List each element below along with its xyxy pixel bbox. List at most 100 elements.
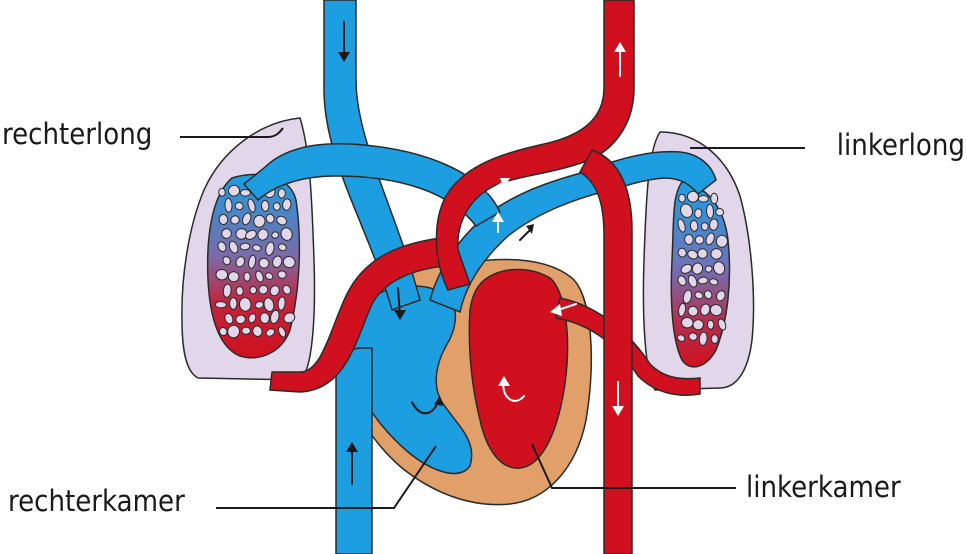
arrow-blue-pulmonary-trunk <box>519 229 531 241</box>
capillary-hole <box>684 234 694 245</box>
capillary-hole <box>277 326 287 338</box>
capillary-hole <box>717 318 727 331</box>
left-ventricle-chamber <box>468 268 569 469</box>
capillary-hole <box>277 243 287 252</box>
capillary-hole <box>687 305 699 317</box>
capillary-hole <box>697 195 709 203</box>
capillary-hole <box>686 190 700 203</box>
capillary-hole <box>272 255 283 268</box>
capillary-hole <box>715 290 726 302</box>
arrow-down-superior-vena-cava-head <box>338 52 350 62</box>
arrow-up-pulmonary-trunk-head <box>492 212 504 222</box>
capillary-hole <box>682 289 693 304</box>
capillary-hole <box>257 228 269 241</box>
capillary-hole <box>263 297 275 313</box>
capillary-hole <box>709 278 719 286</box>
capillary-hole <box>704 265 713 273</box>
capillary-hole <box>706 319 715 330</box>
capillary-hole <box>709 304 723 317</box>
leader-right-ventricle <box>216 445 437 509</box>
capillary-hole <box>269 285 280 297</box>
capillary-hole <box>234 201 244 211</box>
capillary-hole <box>687 274 698 288</box>
capillary-hole <box>218 187 226 197</box>
label-right-ventricle: rechterkamer <box>8 484 185 518</box>
capillary-hole <box>282 284 292 295</box>
capillary-hole <box>715 234 729 248</box>
capillary-hole <box>678 193 686 203</box>
label-right-lung: rechterlong <box>2 117 153 151</box>
capillary-hole <box>239 189 251 197</box>
arrow-up-aorta-head <box>614 42 626 52</box>
capillary-hole <box>230 215 240 225</box>
capillary-hole <box>222 256 231 266</box>
capillary-hole <box>249 286 258 295</box>
capillary-hole <box>277 296 286 311</box>
capillary-hole <box>680 203 693 218</box>
capillary-hole <box>227 271 240 283</box>
arrow-left-pulmonary-vein-head <box>550 304 562 316</box>
capillary-hole <box>229 297 238 310</box>
arrow-curve-right-ventricle <box>411 401 439 415</box>
capillary-hole <box>218 214 229 225</box>
capillary-hole <box>265 213 275 224</box>
capillary-hole <box>276 215 288 226</box>
capillary-hole <box>224 312 234 325</box>
capillary-hole <box>694 208 703 219</box>
arrow-aortic-arch-head <box>500 178 510 188</box>
capillary-hole <box>709 218 719 231</box>
capillary-hole <box>218 327 228 336</box>
capillary-hole <box>265 241 275 256</box>
capillary-hole <box>227 324 241 339</box>
capillary-hole <box>214 301 227 309</box>
capillary-hole <box>269 309 280 324</box>
capillary-hole <box>259 312 270 324</box>
capillary-hole <box>217 241 227 252</box>
capillary-hole <box>241 326 251 335</box>
capillary-hole <box>715 207 725 217</box>
capillary-hole <box>694 235 705 245</box>
capillary-hole <box>705 232 715 246</box>
arrow-aortic-arch <box>487 181 505 193</box>
capillary-hole <box>272 202 281 211</box>
capillary-hole <box>710 334 719 344</box>
capillary-hole <box>697 248 708 259</box>
label-left-ventricle: linkerkamer <box>746 470 901 504</box>
capillary-hole <box>243 271 251 282</box>
capillary-hole <box>215 268 229 281</box>
leader-left-ventricle <box>531 443 736 489</box>
capillary-hole <box>227 184 241 197</box>
capillary-hole <box>700 222 709 231</box>
capillary-hole <box>676 334 686 342</box>
capillary-hole <box>255 270 264 283</box>
capillary-hole <box>248 313 257 324</box>
arrow-down-into-heart-head <box>394 310 406 320</box>
capillary-hole <box>252 244 262 252</box>
capillary-hole <box>235 256 246 268</box>
flow-arrows <box>338 21 626 485</box>
capillary-hole <box>692 319 704 331</box>
capillary-hole <box>703 290 713 300</box>
capillary-hole <box>687 249 699 260</box>
capillary-hole <box>697 276 709 285</box>
capillary-hole <box>698 331 708 346</box>
capillary-hole <box>689 220 699 232</box>
capillary-hole <box>277 270 287 279</box>
capillary-hole <box>260 200 270 212</box>
pulmonary-artery-right <box>242 142 501 227</box>
capillary-hole <box>677 275 687 286</box>
capillary-hole <box>258 257 270 269</box>
arrow-curve-left-ventricle-head <box>498 376 510 386</box>
capillary-hole <box>235 314 246 325</box>
capillary-hole <box>680 263 693 274</box>
capillary-hole <box>677 218 686 233</box>
capillary-hole <box>222 283 232 298</box>
capillary-hole <box>264 272 274 280</box>
capillary-hole <box>253 214 266 228</box>
capillary-hole <box>691 262 704 275</box>
leader-right-lung <box>180 127 284 138</box>
capillary-hole <box>282 256 296 269</box>
capillary-hole <box>710 192 719 205</box>
capillary-hole <box>245 229 257 240</box>
